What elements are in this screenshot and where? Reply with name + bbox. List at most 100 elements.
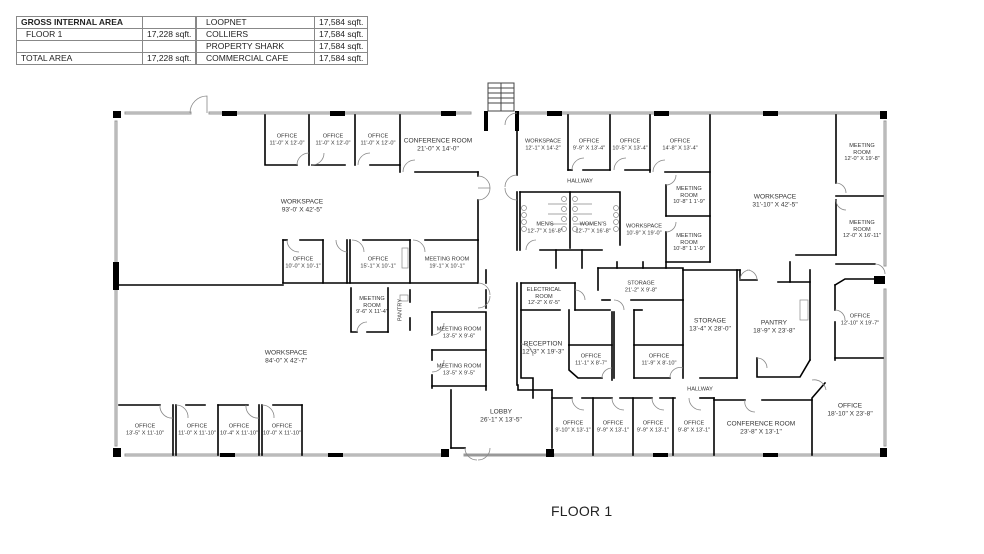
room-dimensions: 9'-8" X 13'-1": [677, 427, 711, 433]
room-dimensions: 12'-0" X 19'-8": [844, 156, 880, 163]
room-name: MEETING ROOM: [436, 326, 482, 333]
room-name: STORAGE: [693, 317, 727, 325]
room-name: OFFICE: [578, 138, 600, 145]
room-name: ELECTRICAL ROOM: [526, 287, 562, 300]
table-row: FLOOR 1 17,228 sqft.: [16, 28, 197, 41]
room-name: WORKSPACE: [525, 138, 561, 145]
room-name: OFFICE: [669, 138, 691, 145]
room-dimensions: 13'-5" X 9'-5": [442, 370, 476, 376]
room-name: MEETING ROOM: [424, 256, 470, 263]
room-name: MEETING ROOM: [676, 186, 702, 199]
room-name: OFFICE: [619, 138, 641, 145]
room-name: OFFICE: [602, 420, 624, 427]
room-name: OFFICE: [849, 313, 871, 320]
room-dimensions: 11'-9" X 8'-10": [641, 360, 677, 366]
room-dimensions: 10'-8" 1 1'-9": [673, 246, 705, 253]
room-name: OFFICE: [642, 420, 664, 427]
room-dimensions: 12'-0" X 16'-11": [842, 233, 882, 240]
restroom-fixtures: [399, 196, 809, 321]
room-hallway: HALLWAY: [687, 387, 713, 394]
room-name: OFFICE: [322, 133, 344, 140]
room-name: PANTRY: [760, 319, 788, 327]
room-name: STORAGE: [627, 280, 655, 287]
room-dimensions: 11'-0" X 12'-0": [269, 140, 305, 146]
room-dimensions: 93'-0' X 42'-5": [281, 206, 323, 213]
room-dimensions: 31'-10" X 42'-5": [752, 201, 798, 208]
room-name: MEN'S: [536, 221, 554, 228]
room-dimensions: 19'-1" X 10'-1": [429, 263, 465, 269]
room-name: MEETING ROOM: [849, 143, 875, 156]
room-dimensions: 9'-10" X 13'-1": [555, 427, 591, 433]
room-name: PANTRY: [397, 298, 404, 322]
room-name: OFFICE: [228, 423, 250, 430]
room-name: HALLWAY: [567, 178, 593, 185]
room-dimensions: 11'-0" X 11'-10": [178, 430, 216, 436]
structural-columns: [113, 111, 887, 457]
room-name: LOBBY: [490, 408, 512, 416]
room-dimensions: 13'-4" X 28'-0": [689, 325, 731, 332]
room-dimensions: 9'-6" X 11'-4": [356, 309, 388, 316]
stairs: [487, 82, 515, 112]
room-name: WORKSPACE: [264, 349, 308, 357]
room-name: OFFICE: [134, 423, 156, 430]
room-name: CONFERENCE ROOM: [403, 137, 473, 145]
room-dimensions: 23'-8" X 13'-1": [740, 428, 782, 435]
total-label: TOTAL AREA: [16, 52, 143, 65]
room-dimensions: 21'-2" X 9'-8": [624, 287, 658, 293]
room-name: OFFICE: [276, 133, 298, 140]
room-name: MEETING ROOM: [359, 296, 385, 309]
room-name: OFFICE: [292, 256, 314, 263]
room-name: OFFICE: [562, 420, 584, 427]
room-dimensions: 12'-10" X 19'-7": [840, 320, 880, 326]
room-name: RECEPTION: [523, 340, 563, 348]
room-dimensions: 12'-2" X 6'-5": [527, 300, 561, 307]
room-name: OFFICE: [837, 402, 863, 410]
room-name: MEETING ROOM: [676, 233, 702, 246]
room-hallway: HALLWAY: [567, 179, 593, 186]
source-value: 17,584 sqft.: [313, 52, 369, 65]
room-name: OFFICE: [580, 353, 602, 360]
room-dimensions: 10'-0" X 11'-10": [262, 430, 302, 436]
exterior-windows: [114, 111, 887, 457]
gross-internal-area-table: GROSS INTERNAL AREA FLOOR 1 17,228 sqft.…: [16, 16, 197, 65]
room-dimensions: 12'-1" X 14'-2": [525, 145, 561, 151]
room-name: OFFICE: [683, 420, 705, 427]
room-name: MEETING ROOM: [849, 220, 875, 233]
room-dimensions: 11'-1" X 8'-7": [575, 360, 607, 366]
room-dimensions: 18'-10" X 23'-8": [827, 410, 873, 417]
room-dimensions: 9'-9" X 13'-4": [572, 145, 606, 151]
room-dimensions: 10'-4" X 11'-10": [219, 430, 259, 436]
total-value: 17,228 sqft.: [141, 52, 197, 65]
